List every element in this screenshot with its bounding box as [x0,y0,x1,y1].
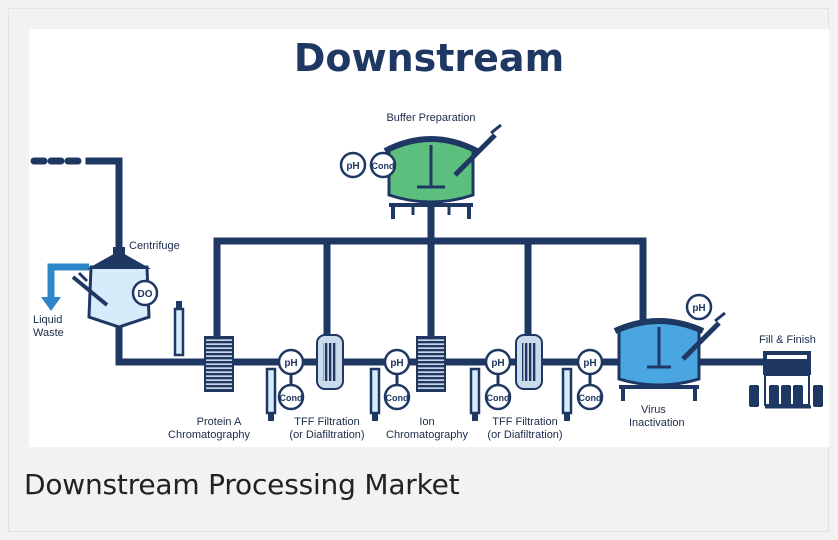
cond-label-1: Cond [280,393,303,403]
virus-label-2: Inactivation [629,417,685,429]
tff1-label-1: TFF Filtration [294,416,359,428]
figure-caption: Downstream Processing Market [24,468,460,501]
buffer-preparation-label: Buffer Preparation [386,112,475,124]
buffer-cond-label: Cond [372,161,395,171]
ion-label-1: Ion [419,416,434,428]
buffer-ph-sensor: pH Cond [339,151,397,179]
ph-label-1: pH [284,358,297,369]
liquid-waste-outlet [41,263,89,311]
ion-label-2: Chromatography [386,429,468,441]
ph-label-3: pH [491,358,504,369]
process-diagram: Downstream [30,36,823,441]
virus-ph-label: pH [692,303,705,314]
tff-filter-2 [515,334,543,390]
inline-filter [173,301,185,357]
fill-finish-station [749,351,823,409]
do-sensor-icon [131,279,159,307]
ph-label-4: pH [583,358,596,369]
cond-label-2: Cond [386,393,409,403]
cond-label-4: Cond [579,393,602,403]
buffer-preparation-tank [383,123,502,219]
fill-finish-label: Fill & Finish [759,334,816,346]
tff1-label-2: (or Diafiltration) [289,429,364,441]
centrifuge: DO [71,247,159,329]
liquid-waste-label-2: Waste [33,327,64,339]
tff2-label-2: (or Diafiltration) [487,429,562,441]
protein-a-column [204,336,234,392]
do-sensor-label: DO [138,289,153,300]
protein-a-label-2: Chromatography [168,429,250,441]
diagram-title: Downstream [294,36,564,80]
liquid-waste-label-1: Liquid [33,314,62,326]
tff-filter-1 [316,334,344,390]
tff2-label-1: TFF Filtration [492,416,557,428]
buffer-ph-label: pH [346,161,359,172]
pipe-network [30,157,773,366]
virus-inactivation-tank: pH [613,293,726,401]
cond-label-3: Cond [487,393,510,403]
ion-chromatography-column [416,336,446,392]
inline-sensor-groups: pH Cond pH Cond pH Cond [265,348,604,421]
virus-label-1: Virus [641,404,666,416]
protein-a-label-1: Protein A [197,416,242,428]
process-diagram-figure: Downstream [29,29,829,447]
centrifuge-label: Centrifuge [129,240,180,252]
ph-label-2: pH [390,358,403,369]
figure-card: Downstream [8,8,829,532]
